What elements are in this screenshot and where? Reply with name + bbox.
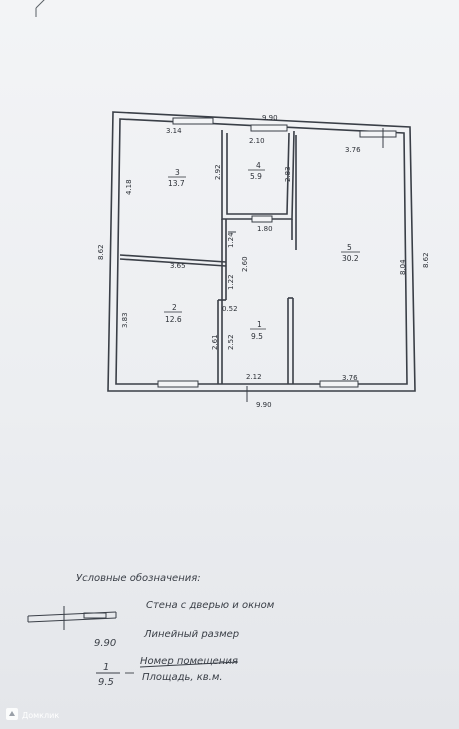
legend-room-number-label: Номер помещения [140, 656, 238, 667]
dim-room2-height: 3.83 [121, 312, 129, 328]
svg-text:5: 5 [347, 243, 352, 252]
svg-text:4: 4 [256, 161, 261, 170]
corner-mark [35, 0, 45, 9]
dim-room3-height: 4.18 [125, 179, 133, 195]
room-2-label: 2 12.6 [164, 303, 182, 324]
svg-text:5.9: 5.9 [250, 172, 262, 181]
dim-corridor-c: 1.22 [227, 274, 235, 290]
dim-room3-bottom: 3.65 [170, 262, 186, 270]
room-1-label: 1 9.5 [250, 320, 266, 341]
dim-room4-left: 2.92 [214, 164, 222, 180]
legend-area-sample: 9.5 [98, 677, 114, 688]
dim-bottom-overall: 9.90 [256, 401, 272, 409]
dim-left-overall: 8.62 [97, 244, 105, 260]
dim-bottom-room1: 2.12 [246, 373, 262, 381]
legend-room-number-sample: 1 [103, 662, 109, 673]
legend-wall-symbol [27, 606, 117, 630]
legend-dim-sample: 9.90 [94, 638, 116, 649]
dim-room4-bottom: 1.80 [257, 225, 273, 233]
dim-corridor-a: 1.24 [227, 232, 235, 248]
dim-top-overall: 9.90 [262, 114, 278, 122]
svg-text:13.7: 13.7 [168, 179, 185, 188]
svg-text:Домклик: Домклик [22, 711, 59, 720]
legend-area-label: Площадь, кв.м. [142, 672, 223, 683]
dim-top-room3: 3.14 [166, 127, 182, 135]
legend-dim-label: Линейный размер [143, 629, 239, 640]
outer-walls [107, 111, 416, 392]
dim-corridor-e: 2.61 [211, 334, 219, 350]
svg-text:12.6: 12.6 [165, 315, 182, 324]
room-3-label: 3 13.7 [168, 168, 186, 188]
dim-bottom-room5: 3.76 [342, 374, 358, 382]
dim-corridor-f: 2.52 [227, 334, 235, 350]
svg-text:2: 2 [172, 303, 177, 312]
svg-text:9.5: 9.5 [251, 332, 263, 341]
dim-top-room5: 3.76 [345, 146, 361, 154]
legend-title: Условные обозначения: [76, 572, 201, 584]
dimension-ticks [228, 128, 384, 402]
dim-room5-height: 8.04 [399, 259, 407, 275]
svg-text:1: 1 [257, 320, 262, 329]
windows [157, 117, 397, 388]
interior-walls [119, 130, 297, 384]
watermark: Домклик [6, 708, 59, 720]
svg-text:30.2: 30.2 [342, 254, 359, 263]
svg-text:3: 3 [175, 168, 180, 177]
dim-room4-right: 2.83 [284, 166, 292, 182]
dim-right-overall: 8.62 [422, 252, 430, 268]
room-4-label: 4 5.9 [248, 161, 265, 181]
dim-corridor-b: 2.60 [241, 256, 249, 272]
dim-corridor-d: 0.52 [222, 305, 238, 313]
room-5-label: 5 30.2 [341, 243, 360, 263]
legend-wall-label: Стена с дверью и окном [146, 600, 275, 611]
dim-top-room4: 2.10 [249, 137, 265, 145]
